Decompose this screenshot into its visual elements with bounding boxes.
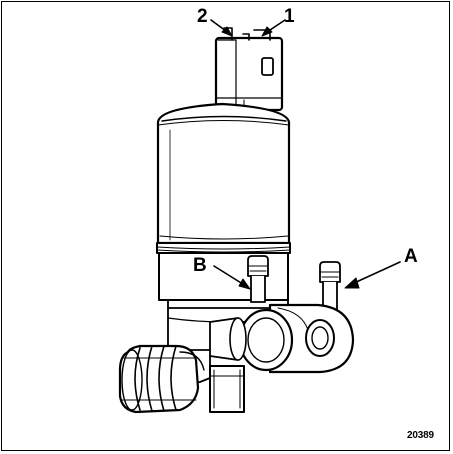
callout-label-1: 1 [284, 6, 295, 27]
callout-label-2: 2 [197, 6, 208, 27]
figure-reference-number: 20389 [407, 430, 434, 441]
arrowhead-b [238, 278, 251, 290]
outlet-a-nozzle [319, 261, 341, 313]
arrowheads [221, 26, 360, 290]
inlet-boss [209, 308, 294, 372]
arrowhead-2 [221, 26, 233, 37]
leader-line-a [351, 261, 401, 285]
electrical-connector [214, 27, 284, 112]
outlet-b-nozzle [247, 255, 269, 303]
motor-housing [156, 102, 291, 245]
callout-label-b: B [193, 255, 207, 276]
valve-chamber [268, 303, 355, 374]
arrowhead-a [344, 277, 360, 289]
collar-band [156, 242, 291, 254]
arrowhead-1 [261, 26, 273, 37]
callout-label-a: A [404, 246, 418, 267]
inlet-hose [118, 344, 205, 414]
